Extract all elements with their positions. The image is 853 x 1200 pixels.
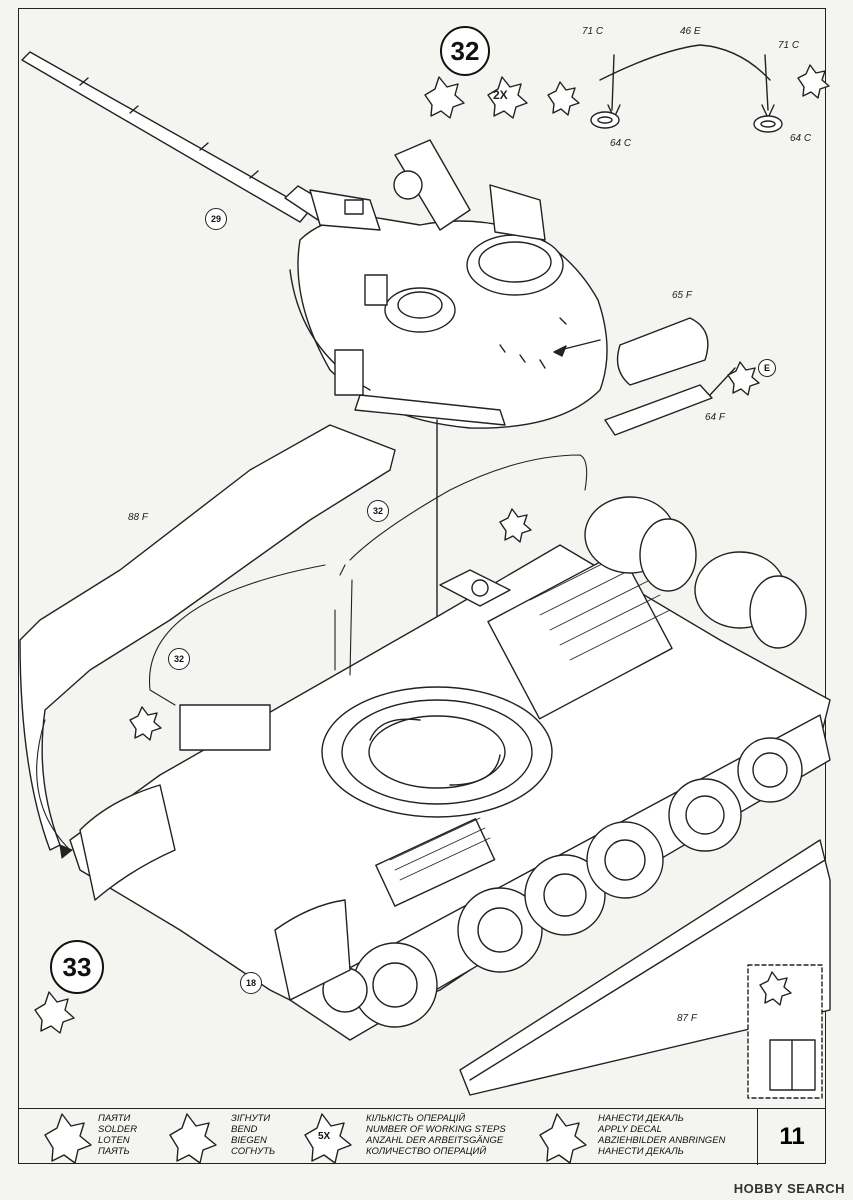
hull: [69, 496, 831, 1031]
part-label-29: 29: [205, 208, 227, 230]
part-label-71c: 71 C: [778, 40, 800, 51]
grab-handle-detail: [547, 44, 830, 133]
legend-steps-icon-label: 5X: [318, 1131, 331, 1142]
part-label-71c: 71 C: [582, 26, 604, 37]
legend-text: SOLDER: [98, 1124, 138, 1135]
legend-solder-icon: [44, 1113, 92, 1164]
legend-text: LOTEN: [98, 1135, 130, 1146]
side-skirt-87f: [459, 839, 831, 1096]
legend-decal-icon: [539, 1113, 587, 1164]
decal-star: [129, 706, 162, 741]
legend-text: BEND: [231, 1124, 258, 1135]
legend-text: NUMBER OF WORKING STEPS: [366, 1124, 506, 1135]
repeat-count: 2X: [493, 88, 508, 102]
part-label-18: 18: [240, 972, 262, 994]
legend-text: ПАЯТИ: [98, 1113, 131, 1124]
legend-solder: ПАЯТИ SOLDER LOTEN ПАЯТЬ: [98, 1113, 137, 1157]
solder-icon: [424, 76, 465, 119]
legend-text: ЗІГНУТИ: [231, 1113, 271, 1124]
sprue-label-e: E: [758, 359, 776, 377]
step-33-marker: 33: [50, 940, 104, 994]
legend-steps-icon: [304, 1113, 352, 1164]
decal-star: [499, 508, 532, 543]
turret: [289, 139, 608, 429]
gun-barrel: [21, 51, 331, 223]
part-label-32: 32: [367, 500, 389, 522]
watermark: HOBBY SEARCH: [733, 1181, 845, 1196]
legend-text: BIEGEN: [231, 1135, 267, 1146]
inset-detail: [747, 964, 823, 1099]
legend-bar: ПАЯТИ SOLDER LOTEN ПАЯТЬ ЗІГНУТИ BEND BI…: [18, 1108, 826, 1165]
wire-32: [36, 454, 588, 859]
legend-decal: НАНЕСТИ ДЕКАЛЬ APPLY DECAL ABZIEHBILDER …: [598, 1113, 725, 1157]
part-label-64c: 64 C: [610, 138, 632, 149]
front-mudguards: [79, 784, 351, 1001]
legend-text: ABZIEHBILDER ANBRINGEN: [598, 1135, 726, 1146]
page-number: 11: [757, 1109, 826, 1165]
legend-text: КІЛЬКІСТЬ ОПЕРАЦІЙ: [366, 1113, 466, 1124]
legend-text: ПАЯТЬ: [98, 1146, 130, 1157]
legend-bend: ЗІГНУТИ BEND BIEGEN СОГНУТЬ: [231, 1113, 275, 1157]
legend-text: КОЛИЧЕСТВО ОПЕРАЦИЙ: [366, 1146, 487, 1157]
part-label-64f: 64 F: [705, 412, 726, 423]
page-frame: [18, 8, 826, 1164]
solder-icon: [34, 991, 75, 1034]
part-label-65f: 65 F: [672, 290, 693, 301]
fender-storage-parts: [604, 317, 760, 436]
legend-text: НАНЕСТИ ДЕКАЛЬ: [598, 1113, 684, 1124]
repeat-icon: [487, 76, 528, 119]
part-label-88f: 88 F: [128, 512, 149, 523]
legend-bend-icon: [169, 1113, 217, 1164]
legend-steps: КІЛЬКІСТЬ ОПЕРАЦІЙ NUMBER OF WORKING STE…: [366, 1113, 506, 1157]
legend-text: APPLY DECAL: [598, 1124, 662, 1135]
legend-text: НАНЕСТИ ДЕКАЛЬ: [598, 1146, 684, 1157]
part-label-46e: 46 E: [680, 26, 701, 37]
legend-text: СОГНУТЬ: [231, 1146, 276, 1157]
track-and-wheels: [289, 714, 831, 1041]
part-label-32: 32: [168, 648, 190, 670]
step-32-marker: 32: [440, 26, 490, 76]
legend-text: ANZAHL DER ARBEITSGÄNGE: [366, 1135, 504, 1146]
part-label-87f: 87 F: [677, 1013, 698, 1024]
fender-88f: [19, 424, 396, 851]
part-label-64c: 64 C: [790, 133, 812, 144]
